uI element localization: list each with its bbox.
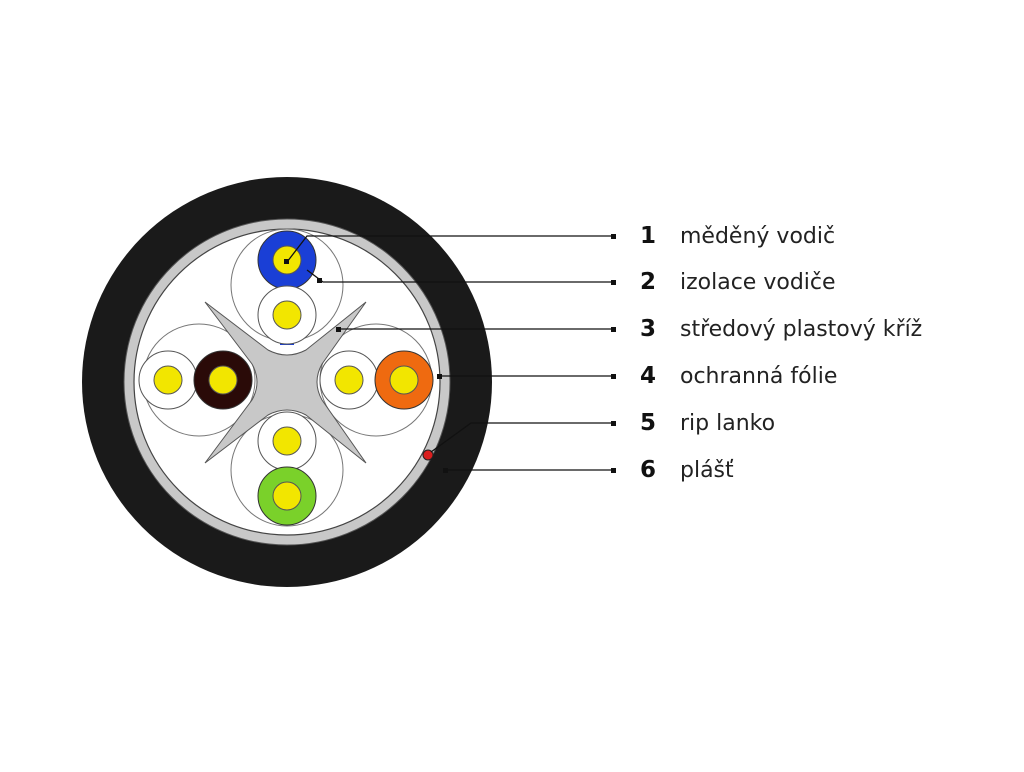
leader-end-2 bbox=[611, 280, 616, 285]
leader-end-1 bbox=[611, 234, 616, 239]
leader-line-1 bbox=[286, 235, 613, 263]
leader-line-5 bbox=[430, 422, 613, 453]
legend-label: ochranná fólie bbox=[680, 363, 838, 389]
legend-item-4: 4 ochranná fólie bbox=[640, 361, 837, 391]
rip-cord bbox=[422, 449, 434, 461]
conductor-orange-copper bbox=[389, 365, 419, 395]
legend-number: 1 bbox=[640, 223, 657, 249]
conductor-orange-white-copper bbox=[334, 365, 364, 395]
leader-dots bbox=[284, 234, 616, 473]
leader-end-6 bbox=[611, 468, 616, 473]
legend-label: měděný vodič bbox=[680, 223, 836, 249]
leader-end-5 bbox=[611, 421, 616, 426]
legend-label: středový plastový kříž bbox=[680, 316, 923, 342]
conductor-brown-copper bbox=[208, 365, 238, 395]
legend-item-6: 6 plášť bbox=[640, 455, 734, 485]
legend-label: rip lanko bbox=[680, 410, 776, 436]
legend-number: 5 bbox=[640, 410, 657, 436]
conductor-green-white-copper bbox=[272, 426, 302, 456]
leader-end-4 bbox=[611, 374, 616, 379]
leader-start-1 bbox=[284, 259, 289, 264]
leader-start-2 bbox=[317, 278, 322, 283]
leader-lines bbox=[286, 235, 613, 471]
legend-item-2: 2 izolace vodiče bbox=[640, 267, 836, 297]
conductor-blue-white-copper bbox=[272, 300, 302, 330]
conductor-green-copper bbox=[272, 481, 302, 511]
legend-number: 2 bbox=[640, 269, 657, 295]
pair-green bbox=[257, 411, 317, 526]
legend-label: plášť bbox=[680, 457, 734, 483]
legend-number: 6 bbox=[640, 457, 657, 483]
pair-brown bbox=[138, 350, 253, 410]
central-plastic-cross bbox=[204, 301, 367, 464]
legend-item-1: 1 měděný vodič bbox=[640, 221, 835, 251]
legend-number: 3 bbox=[640, 316, 657, 342]
leader-line-2 bbox=[306, 269, 613, 283]
pair-orange bbox=[319, 350, 434, 410]
leader-start-3 bbox=[336, 327, 341, 332]
legend-item-5: 5 rip lanko bbox=[640, 408, 775, 438]
leader-start-6 bbox=[443, 468, 448, 473]
leader-start-4 bbox=[437, 374, 442, 379]
legend-item-3: 3 středový plastový kříž bbox=[640, 314, 922, 344]
leader-end-3 bbox=[611, 327, 616, 332]
conductor-brown-white-copper bbox=[153, 365, 183, 395]
legend-number: 4 bbox=[640, 363, 657, 389]
legend-label: izolace vodiče bbox=[680, 269, 836, 295]
